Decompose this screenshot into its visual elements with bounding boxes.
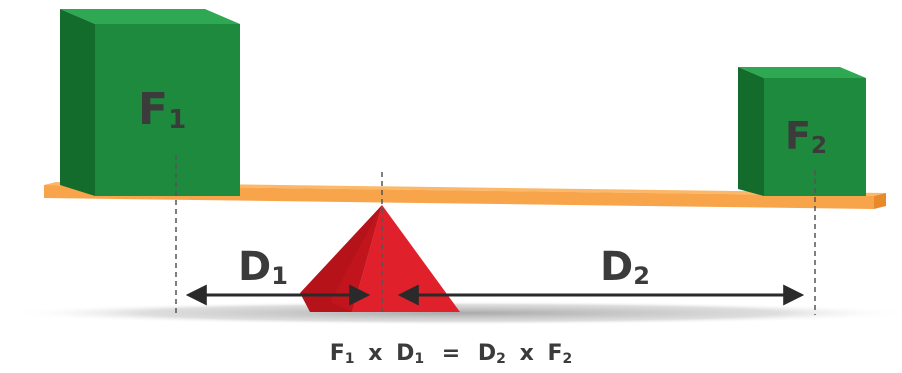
plank-front: [44, 185, 874, 209]
eq-f2-sub: 2: [562, 351, 572, 367]
plank: [44, 182, 886, 209]
right-weight-label: F2: [785, 114, 827, 159]
left-weight-front: [95, 24, 240, 196]
plank-top: [44, 182, 886, 196]
eq-f1: F: [330, 341, 345, 366]
eq-d2: D: [478, 341, 496, 366]
eq-equals: =: [442, 341, 460, 366]
right-distance-label: D2: [600, 244, 650, 290]
guide-lines: [175, 155, 816, 315]
eq-f2: F: [547, 341, 562, 366]
ground-shadow: [5, 301, 902, 325]
left-weight-label: F1: [138, 84, 186, 135]
eq-times-1: x: [368, 341, 382, 366]
right-weight-front: [764, 78, 866, 196]
equation: F1 x D1 = D2 x F2: [330, 341, 572, 369]
right-weight: F2: [738, 67, 866, 196]
left-distance-label: D1: [238, 244, 288, 290]
right-weight-top: [738, 67, 866, 78]
right-weight-side: [738, 67, 764, 196]
eq-d1-sub: 1: [414, 351, 424, 367]
plank-end: [874, 193, 886, 209]
left-weight-side: [60, 9, 95, 196]
eq-f1-sub: 1: [345, 351, 355, 367]
left-weight: F1: [60, 9, 240, 196]
eq-times-2: x: [520, 341, 534, 366]
left-weight-top: [60, 9, 240, 24]
eq-d2-sub: 2: [496, 351, 506, 367]
eq-d1: D: [396, 341, 414, 366]
